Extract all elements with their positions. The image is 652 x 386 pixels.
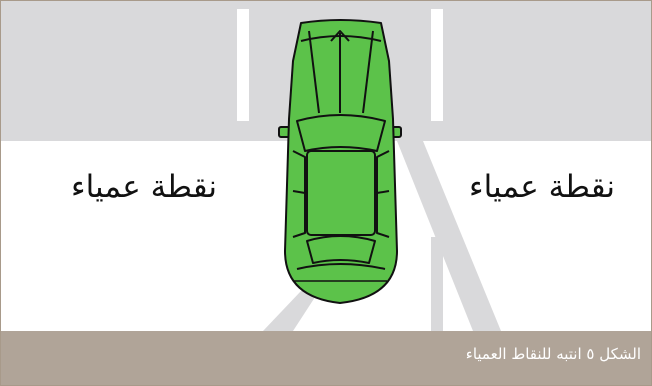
blind-spot-label-right: نقطة عمياء — [469, 169, 615, 205]
roof — [307, 151, 375, 235]
windshield — [297, 115, 385, 151]
road-scene — [1, 1, 651, 331]
caption-bar: الشكل ٥ انتبه للنقاط العمياء — [1, 331, 651, 385]
lane-marking — [431, 237, 443, 331]
rear-window — [307, 236, 375, 263]
lane-marking — [431, 9, 443, 121]
figure-caption: الشكل ٥ انتبه للنقاط العمياء — [466, 345, 641, 363]
blind-spot-label-left: نقطة عمياء — [71, 169, 217, 205]
car — [279, 20, 401, 303]
lane-marking — [237, 9, 249, 121]
